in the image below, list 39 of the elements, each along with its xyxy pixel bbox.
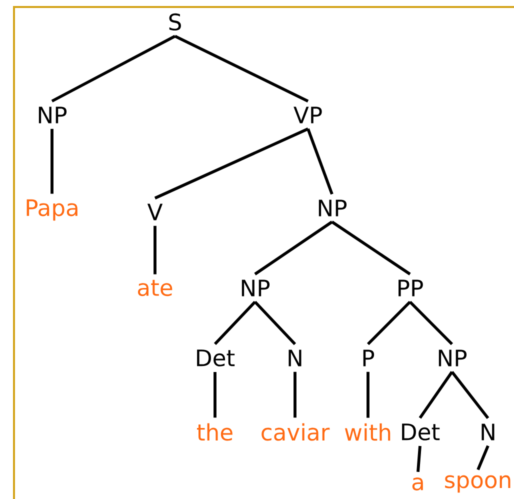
category-label: NP [318,200,347,216]
category-label: NP [38,106,67,124]
category-label: N [482,424,494,440]
tree-branch [416,446,422,472]
category-label: V [147,204,163,220]
category-label: NP [242,280,270,296]
tree-branch [331,220,411,276]
tree-branch [50,128,54,194]
word-label: Papa [26,199,78,221]
tree-branch [476,445,490,470]
category-label: P [363,350,374,366]
tree-branch [450,370,490,420]
tree-branch [214,300,256,345]
tree-branch [366,372,370,418]
tree-branch [51,34,176,102]
tree-branch [154,226,156,274]
word-label: a [412,477,423,490]
word-label: the [197,423,232,441]
word-label: caviar [262,423,330,441]
tree-branch [154,128,309,200]
tree-branch [366,300,412,346]
category-label: NP [438,350,467,366]
word-label: with [344,423,390,441]
tree-branch [418,371,454,419]
category-label: Det [402,424,440,440]
tree-branch [306,128,334,195]
category-label: N [288,350,302,366]
category-label: VP [294,106,322,124]
tree-branch [254,220,333,276]
category-label: PP [398,280,423,296]
word-label: ate [138,280,172,296]
tree-branch [408,300,454,346]
category-label: Det [197,350,235,366]
word-label: spoon [445,475,510,493]
tree-branch [214,372,216,418]
tree-branch [294,372,296,418]
tree-branch [174,34,309,102]
category-label: S [169,13,181,31]
tree-branch [254,300,296,346]
